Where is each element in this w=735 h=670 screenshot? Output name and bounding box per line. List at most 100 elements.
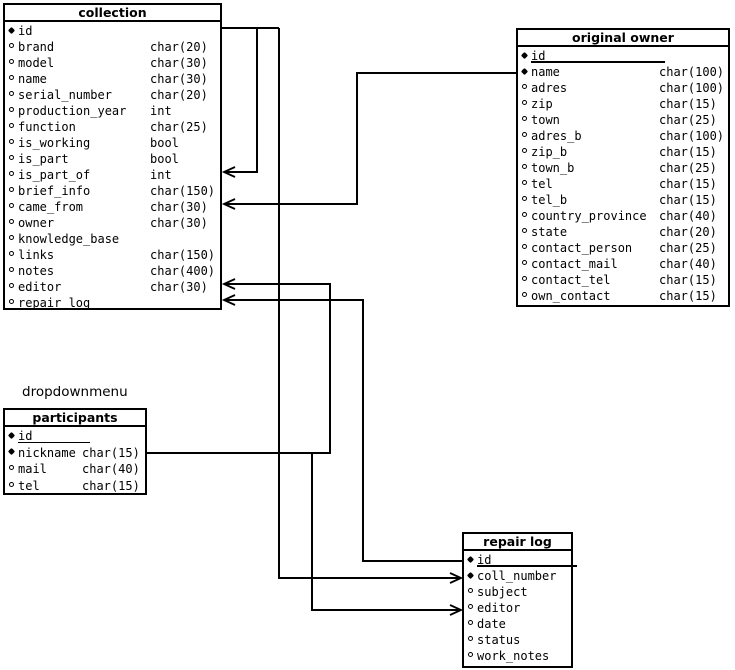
field-type: char(30) (150, 56, 208, 70)
field-name: came_from (18, 200, 84, 214)
field-name: serial_number (18, 88, 112, 102)
optional-marker-icon (8, 71, 18, 87)
field-name: adres_b (531, 129, 582, 143)
field-name: contact_tel (531, 273, 611, 287)
field-row-coll_number: coll_number (464, 568, 571, 584)
field-name: brief_info (18, 184, 91, 198)
field-name: is_part_of (18, 168, 91, 182)
optional-marker-icon (467, 584, 477, 600)
field-name: model (18, 56, 55, 70)
field-type: char(100) (659, 65, 725, 79)
optional-marker-icon (8, 87, 18, 103)
field-row-knowledge_base: knowledge_base (5, 231, 220, 247)
optional-marker-icon (8, 167, 18, 183)
field-row-date: date (464, 616, 571, 632)
optional-marker-icon (521, 128, 531, 144)
key-marker-icon (8, 23, 18, 39)
field-type: char(20) (659, 225, 717, 239)
key-marker-icon (8, 445, 18, 462)
optional-marker-icon (521, 256, 531, 272)
field-row-id: id (518, 48, 728, 64)
optional-marker-icon (8, 231, 18, 247)
field-name: nickname (18, 445, 76, 460)
field-type: char(15) (659, 145, 717, 159)
field-name: tel (531, 177, 553, 191)
relationship-collection.id-to-repair_log.coll_number (278, 28, 464, 584)
field-name: subject (477, 585, 528, 599)
field-name: country_province (531, 209, 647, 223)
field-row-serial_number: serial_number char(20) (5, 87, 220, 103)
field-name: knowledge_base (18, 232, 120, 246)
field-name: date (477, 617, 506, 631)
field-name: town (531, 113, 560, 127)
relationship-participants.nickname-to-repair_log.editor (311, 453, 464, 616)
optional-marker-icon (8, 461, 18, 478)
field-type: char(400) (150, 264, 216, 278)
key-marker-icon (467, 552, 477, 568)
field-type: char(100) (659, 129, 725, 143)
optional-marker-icon (8, 279, 18, 295)
key-marker-icon (467, 568, 477, 584)
field-type: char(30) (150, 280, 208, 294)
optional-marker-icon (521, 80, 531, 96)
field-type: char(25) (659, 161, 717, 175)
optional-marker-icon (8, 263, 18, 279)
field-name: contact_mail (531, 257, 618, 271)
field-name: contact_person (531, 241, 633, 255)
optional-marker-icon (8, 199, 18, 215)
optional-marker-icon (8, 135, 18, 151)
optional-marker-icon (521, 96, 531, 112)
field-name: repair_log (18, 296, 91, 310)
field-row-repair_log: repair_log (5, 295, 220, 311)
field-name: editor (477, 601, 521, 615)
field-type: char(15) (659, 177, 717, 191)
optional-marker-icon (467, 616, 477, 632)
field-name: id (18, 428, 90, 445)
optional-marker-icon (521, 144, 531, 160)
optional-marker-icon (8, 119, 18, 135)
field-name: is_part (18, 152, 69, 166)
optional-marker-icon (521, 272, 531, 288)
field-name: tel (18, 478, 40, 493)
table-title-participants: participants (5, 410, 145, 427)
relationship-participants.nickname-to-collection.editor (147, 278, 331, 454)
relationship-collection.id-to-collection.is_part_of (221, 28, 258, 178)
field-type: bool (150, 136, 179, 150)
field-type: char(40) (82, 462, 140, 476)
field-type: char(15) (82, 478, 140, 493)
relationship-original_owner.id-to-collection.came_from (221, 72, 516, 210)
key-marker-icon (521, 64, 531, 80)
field-type: char(30) (150, 72, 208, 86)
field-row-tel: tel char(15) (518, 176, 728, 192)
optional-marker-icon (467, 648, 477, 664)
field-name: brand (18, 40, 55, 54)
optional-marker-icon (8, 215, 18, 231)
field-name: status (477, 633, 521, 647)
field-type: char(100) (659, 81, 725, 95)
field-name: id (18, 24, 33, 38)
field-type: char(20) (150, 88, 208, 102)
field-type: int (150, 104, 172, 118)
optional-marker-icon (8, 103, 18, 119)
field-row-tel: tel char(15) (5, 478, 145, 495)
field-name: state (531, 225, 568, 239)
